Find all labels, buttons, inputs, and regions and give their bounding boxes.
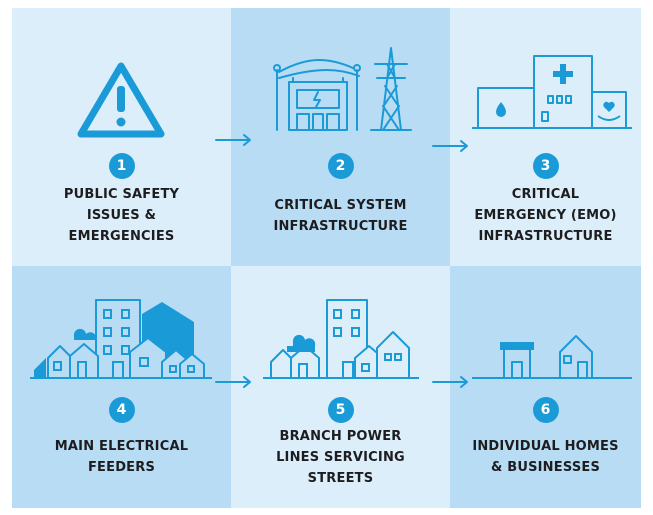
step-4-panel: 4 MAIN ELECTRICAL FEEDERS (12, 266, 231, 508)
priority-grid: 1 PUBLIC SAFETY ISSUES & EMERGENCIES (12, 8, 641, 508)
hospital-buildings-icon (450, 8, 641, 148)
step-5-number: 5 (327, 397, 354, 423)
step-1-label: PUBLIC SAFETY ISSUES & EMERGENCIES (63, 187, 180, 244)
step-1-panel: 1 PUBLIC SAFETY ISSUES & EMERGENCIES (12, 8, 231, 266)
warning-triangle-icon (12, 8, 231, 148)
arrow-right-icon (432, 140, 468, 152)
step-2-panel: 2 CRITICAL SYSTEM INFRASTRUCTURE (231, 8, 450, 266)
arrow-right-icon (215, 376, 251, 388)
step-1-number: 1 (108, 153, 135, 179)
step-4-number: 4 (108, 397, 135, 423)
step-6-label: INDIVIDUAL HOMES & BUSINESSES (472, 439, 619, 475)
step-3-number: 3 (532, 153, 559, 179)
step-2-number: 2 (327, 153, 354, 179)
step-3-label: CRITICAL EMERGENCY (EMO) INFRASTRUCTURE (474, 187, 617, 244)
step-6-number: 6 (532, 397, 559, 423)
step-4-label: MAIN ELECTRICAL FEEDERS (54, 439, 189, 475)
step-6-panel: 6 INDIVIDUAL HOMES & BUSINESSES (450, 266, 641, 508)
substation-icon (231, 8, 450, 148)
city-skyline-icon (12, 266, 231, 406)
step-5-label: BRANCH POWER LINES SERVICING STREETS (276, 429, 405, 486)
arrow-right-icon (432, 376, 468, 388)
neighborhood-icon (231, 266, 450, 406)
home-business-icon (450, 266, 641, 406)
step-2-label: CRITICAL SYSTEM INFRASTRUCTURE (273, 198, 408, 234)
step-3-panel: 3 CRITICAL EMERGENCY (EMO) INFRASTRUCTUR… (450, 8, 641, 266)
arrow-right-icon (215, 134, 251, 146)
step-5-panel: 5 BRANCH POWER LINES SERVICING STREETS (231, 266, 450, 508)
